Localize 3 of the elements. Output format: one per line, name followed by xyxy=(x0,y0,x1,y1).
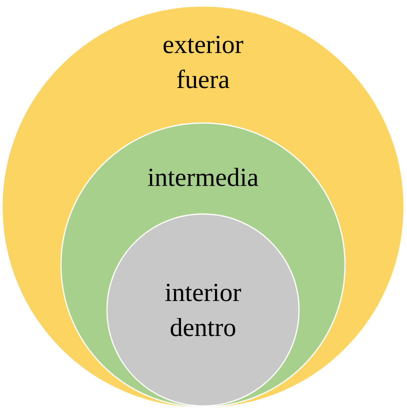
region-label: interior dentro xyxy=(165,284,242,336)
region-label: exterior fuera xyxy=(164,36,244,88)
region-label: intermedia xyxy=(148,168,258,186)
